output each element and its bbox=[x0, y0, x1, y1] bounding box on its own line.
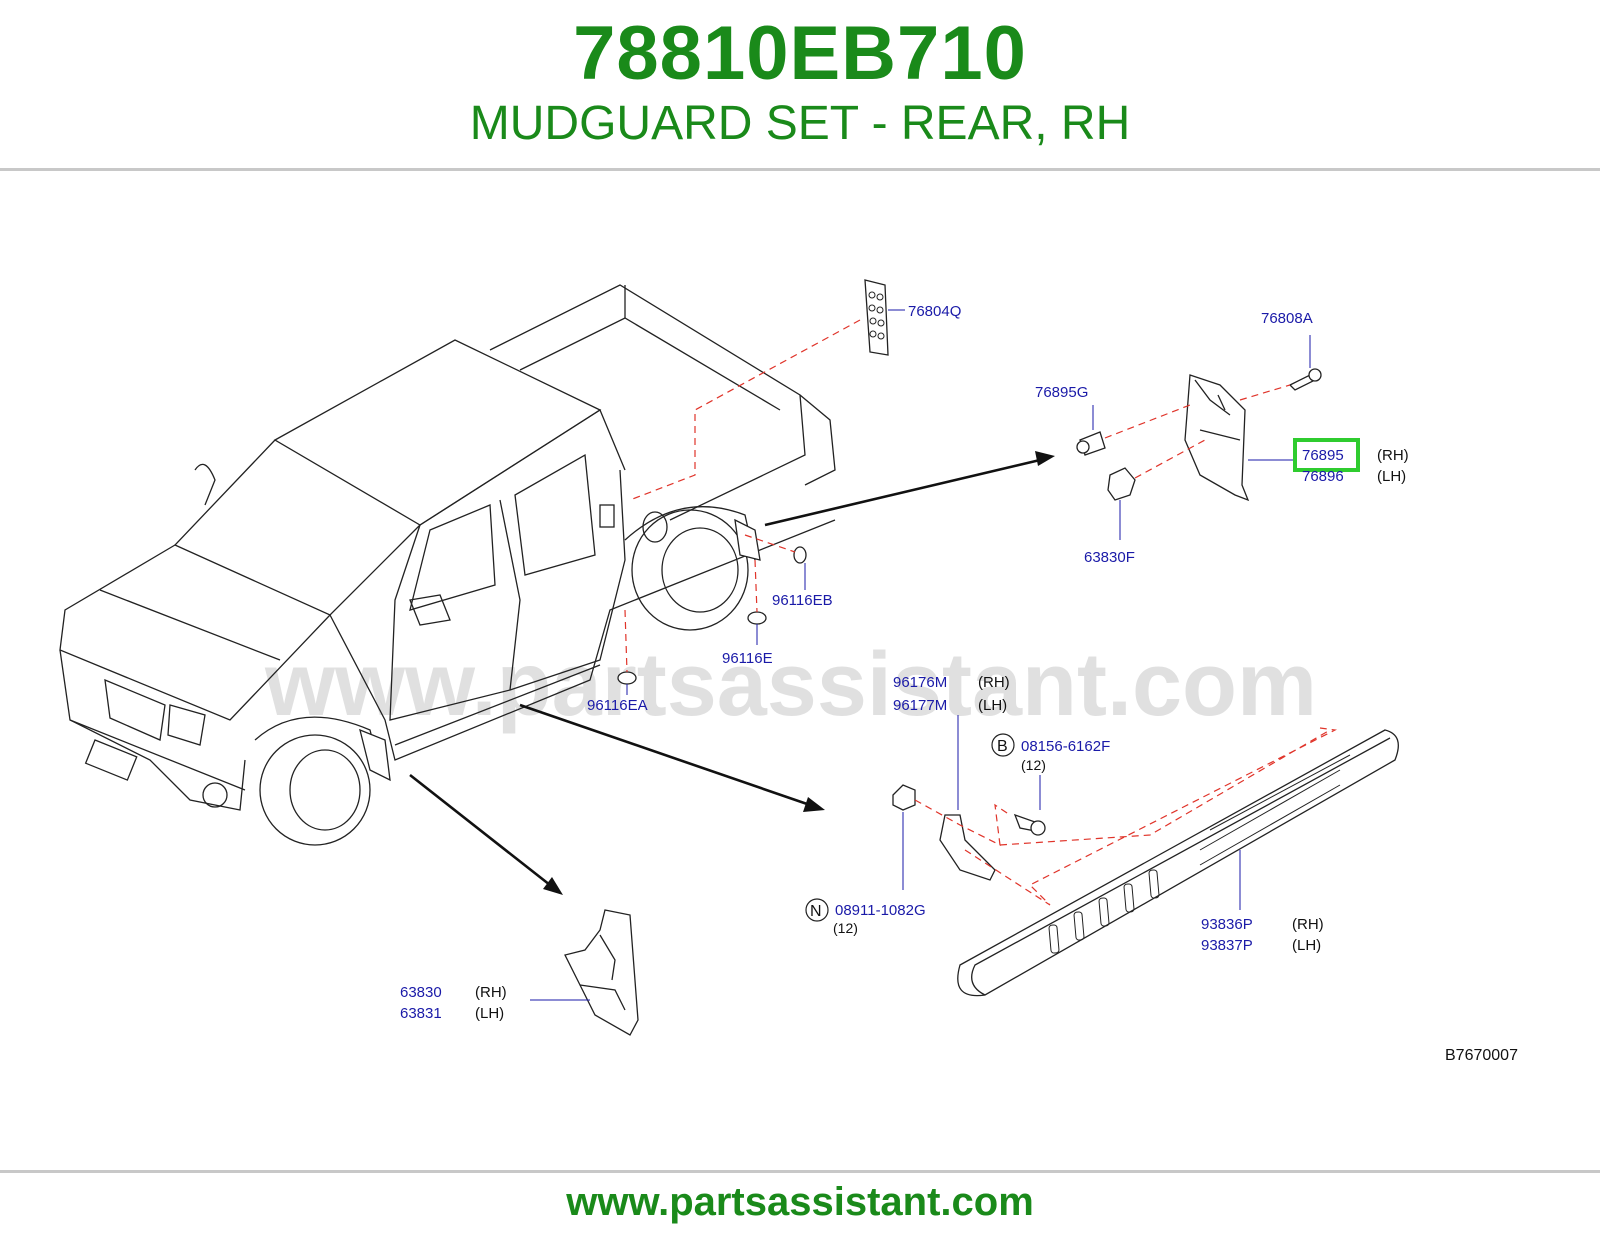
label-08156[interactable]: 08156-6162F bbox=[1021, 738, 1110, 755]
side-93836P: (RH) bbox=[1292, 916, 1324, 933]
svg-text:B: B bbox=[997, 738, 1008, 755]
label-93836P[interactable]: 93836P bbox=[1201, 916, 1253, 933]
label-76896[interactable]: 76896 bbox=[1302, 468, 1344, 485]
side-63831: (LH) bbox=[475, 1005, 504, 1022]
label-76895G[interactable]: 76895G bbox=[1035, 384, 1088, 401]
diagram-reference: B7670007 bbox=[1445, 1047, 1518, 1064]
footer-url[interactable]: www.partsassistant.com bbox=[566, 1180, 1034, 1224]
header: 78810EB710 MUDGUARD SET - REAR, RH bbox=[0, 0, 1600, 170]
qty-08156: (12) bbox=[1021, 757, 1046, 773]
side-76896: (LH) bbox=[1377, 468, 1406, 485]
clip-parts bbox=[617, 546, 807, 695]
label-63830F[interactable]: 63830F bbox=[1084, 549, 1135, 566]
vent-grille-part bbox=[864, 279, 905, 356]
truck-illustration bbox=[59, 284, 836, 846]
grommet-63830F bbox=[1107, 467, 1136, 540]
label-93837P[interactable]: 93837P bbox=[1201, 937, 1253, 954]
watermark: www.partsassistant.com bbox=[264, 635, 1317, 735]
callout-arrows bbox=[409, 451, 1055, 895]
nut-08911 bbox=[892, 784, 916, 890]
side-96176M: (RH) bbox=[978, 674, 1010, 691]
dash-board-mid bbox=[999, 729, 1331, 846]
svg-text:N: N bbox=[810, 903, 822, 920]
qty-08911: (12) bbox=[833, 920, 858, 936]
label-96116EA[interactable]: 96116EA bbox=[587, 697, 648, 714]
label-63830[interactable]: 63830 bbox=[400, 984, 442, 1001]
label-63831[interactable]: 63831 bbox=[400, 1005, 442, 1022]
side-76895: (RH) bbox=[1377, 447, 1409, 464]
dash-96116EB bbox=[744, 534, 796, 553]
part-title: MUDGUARD SET - REAR, RH bbox=[469, 97, 1131, 150]
label-96176M[interactable]: 96176M bbox=[893, 674, 947, 691]
header-divider bbox=[0, 168, 1600, 171]
dash-76804Q bbox=[629, 319, 861, 501]
marker-b: B bbox=[991, 733, 1015, 757]
dash-96116E bbox=[754, 559, 758, 613]
label-08911[interactable]: 08911-1082G bbox=[835, 902, 926, 919]
label-76808A[interactable]: 76808A bbox=[1261, 310, 1313, 327]
label-96177M[interactable]: 96177M bbox=[893, 697, 947, 714]
screw-76808A bbox=[1288, 335, 1322, 391]
side-96177M: (LH) bbox=[978, 697, 1007, 714]
footer-divider bbox=[0, 1170, 1600, 1173]
step-board-part bbox=[957, 729, 1399, 997]
dash-96116EA bbox=[624, 609, 628, 673]
highlight-box bbox=[1293, 438, 1360, 472]
dash-76895G bbox=[1104, 404, 1191, 439]
bracket-96176M bbox=[939, 715, 996, 881]
part-number: 78810EB710 bbox=[573, 11, 1027, 96]
label-76895[interactable]: 76895 bbox=[1302, 447, 1344, 464]
side-93837P: (LH) bbox=[1292, 937, 1321, 954]
front-mudguard-part bbox=[530, 909, 639, 1036]
bolt-08156 bbox=[1013, 775, 1046, 836]
clip-76895G bbox=[1076, 405, 1106, 456]
marker-n: N bbox=[805, 898, 829, 922]
dash-63830F bbox=[1134, 439, 1206, 479]
label-96116EB[interactable]: 96116EB bbox=[772, 592, 833, 609]
label-96116E[interactable]: 96116E bbox=[722, 650, 773, 667]
side-63830: (RH) bbox=[475, 984, 507, 1001]
rear-mudguard-part bbox=[1184, 374, 1250, 502]
label-76804Q[interactable]: 76804Q bbox=[908, 303, 961, 320]
dash-76808A bbox=[1239, 384, 1291, 401]
